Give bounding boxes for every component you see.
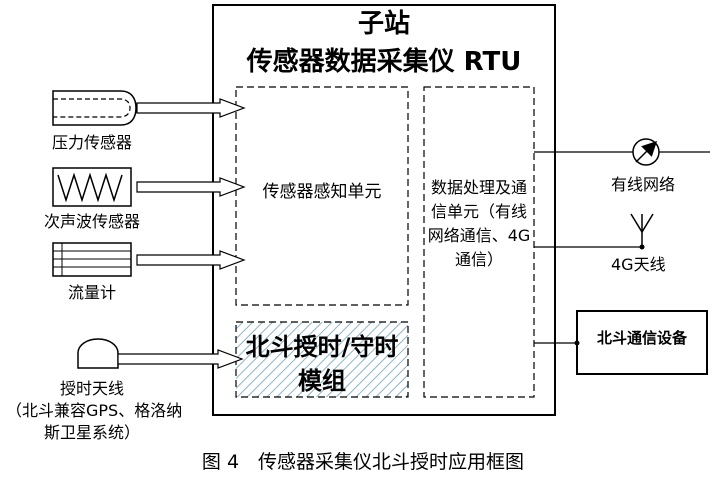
- flow-arrow: [136, 250, 246, 270]
- timing-module-box: [235, 321, 409, 398]
- infrasound-arrow: [136, 177, 246, 197]
- substation-title: 子站: [357, 9, 410, 39]
- figure-caption: 图 4 传感器采集仪北斗授时应用框图: [201, 451, 525, 473]
- antenna-arrow: [117, 349, 244, 369]
- antenna-4g-icon: [630, 213, 654, 250]
- timing-module-label: 北斗授时/守时模组: [245, 333, 399, 395]
- antenna-4g-label: 4G天线: [611, 255, 666, 274]
- pressure-sensor-icon: [52, 90, 137, 126]
- timing-antenna-desc-2: 斯卫星系统）: [44, 423, 141, 442]
- pressure-arrow: [136, 98, 246, 118]
- flow-meter-icon: [52, 242, 132, 277]
- processing-unit-box: [423, 86, 535, 398]
- flow-meter-label: 流量计: [68, 283, 117, 302]
- rtu-title: 传感器数据采集仪 RTU: [246, 47, 522, 77]
- beidou-device-label: 北斗通信设备: [596, 329, 687, 347]
- timing-antenna-icon: [77, 338, 119, 369]
- beidou-connector-dot: [574, 340, 580, 346]
- timing-antenna-desc-1: （北斗兼容GPS、格洛纳: [6, 401, 183, 420]
- infrasound-sensor-label: 次声波传感器: [44, 212, 141, 231]
- network-node-icon: [632, 138, 660, 166]
- sensing-unit-label: 传感器感知单元: [262, 182, 382, 202]
- processing-unit-label: 数据处理及通信单元（有线网络通信、4G通信）: [427, 178, 531, 269]
- wired-network-label: 有线网络: [611, 175, 676, 194]
- sensing-unit-box: [235, 86, 409, 306]
- infrasound-sensor-icon: [52, 167, 132, 207]
- rtu-outer-box: [212, 4, 556, 416]
- pressure-sensor-label: 压力传感器: [52, 133, 133, 152]
- timing-antenna-label: 授时天线: [60, 379, 125, 398]
